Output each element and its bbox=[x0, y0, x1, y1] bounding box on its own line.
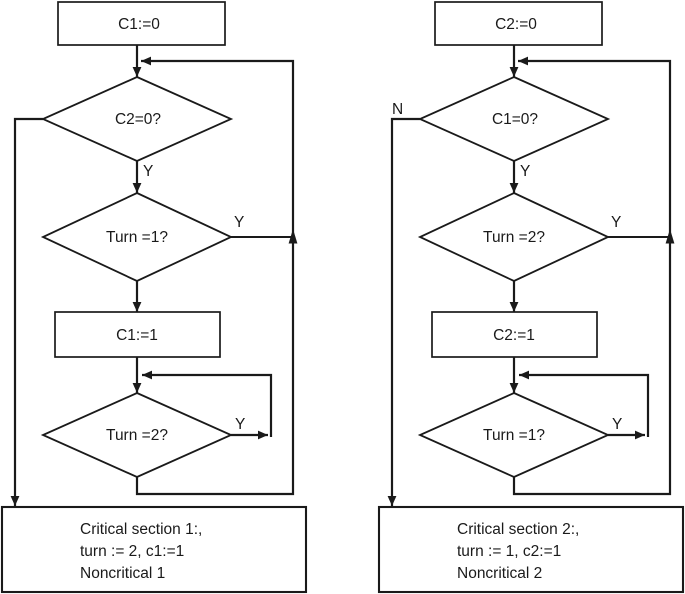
decision1-yes-label: Y bbox=[143, 163, 153, 180]
start-label: C1:=0 bbox=[118, 16, 160, 33]
decision3-diamond bbox=[40, 392, 234, 478]
decision1-label: C1=0? bbox=[492, 111, 538, 128]
decision1-no-label: N bbox=[392, 101, 403, 118]
assign-box bbox=[54, 311, 221, 358]
critical-line-3: Noncritical 2 bbox=[457, 565, 542, 582]
decision3-diamond bbox=[417, 392, 611, 478]
start-box bbox=[57, 1, 226, 46]
decision2-label: Turn =1? bbox=[106, 229, 168, 246]
assign-box bbox=[431, 311, 598, 358]
decision3-label: Turn =2? bbox=[106, 427, 168, 444]
decision3-yes-label: Y bbox=[612, 416, 622, 433]
decision2-diamond bbox=[40, 192, 234, 282]
decision1-label: C2=0? bbox=[115, 111, 161, 128]
edge-decision1-no-to-critical bbox=[10, 117, 43, 506]
edge-decision3-loop-return bbox=[519, 370, 650, 437]
merge-up-arrowhead bbox=[665, 229, 675, 244]
critical-line-2: turn := 1, c2:=1 bbox=[457, 543, 561, 560]
assign-label: C2:=1 bbox=[493, 327, 535, 344]
critical-line-3: Noncritical 1 bbox=[80, 565, 165, 582]
start-label: C2:=0 bbox=[495, 16, 537, 33]
decision2-label: Turn =2? bbox=[483, 229, 545, 246]
decision1-diamond bbox=[417, 76, 611, 162]
decision1-diamond bbox=[40, 76, 234, 162]
edge-decision1-no-to-critical bbox=[387, 117, 420, 506]
flowchart-process-1: C1:=0 C2=0? Y Turn =1? Y C1:=1 Turn =2? … bbox=[0, 1, 308, 594]
decision2-yes-label: Y bbox=[234, 214, 244, 231]
critical-line-1: Critical section 1:, bbox=[80, 521, 202, 538]
edge-outer-loop-return bbox=[512, 56, 672, 496]
critical-line-1: Critical section 2:, bbox=[457, 521, 579, 538]
critical-section-box bbox=[377, 505, 685, 594]
decision2-yes-label: Y bbox=[611, 214, 621, 231]
critical-section-box bbox=[0, 505, 308, 594]
decision3-yes-label: Y bbox=[235, 416, 245, 433]
critical-line-2: turn := 2, c1:=1 bbox=[80, 543, 184, 560]
decision3-label: Turn =1? bbox=[483, 427, 545, 444]
decision1-yes-label: Y bbox=[520, 163, 530, 180]
edge-decision3-loop-return bbox=[142, 370, 273, 437]
merge-up-arrowhead bbox=[288, 229, 298, 244]
assign-label: C1:=1 bbox=[116, 327, 158, 344]
edge-outer-loop-return bbox=[135, 56, 295, 496]
start-box bbox=[434, 1, 603, 46]
flowchart-process-2: C2:=0 C1=0? N Y Turn =2? Y C2:=1 Turn =1… bbox=[377, 1, 685, 594]
decision2-diamond bbox=[417, 192, 611, 282]
